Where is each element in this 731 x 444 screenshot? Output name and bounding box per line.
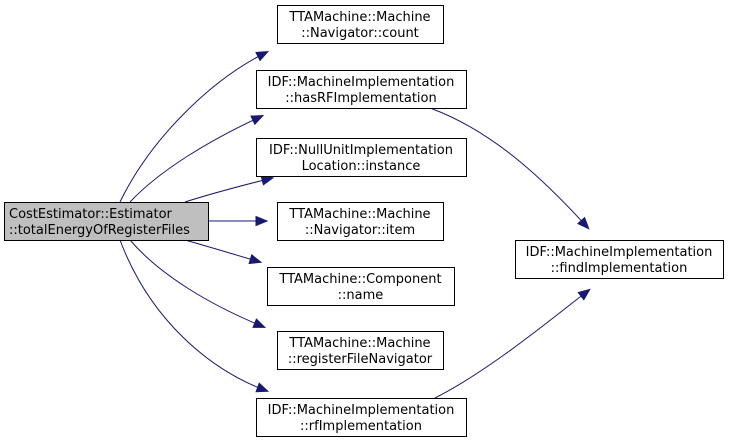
edge-line	[119, 239, 268, 392]
node-label-line: ::findImplementation	[551, 261, 688, 276]
edge-line	[184, 177, 273, 203]
node-box	[256, 138, 467, 177]
node-label-line: CostEstimator::Estimator	[9, 207, 173, 222]
node-label-line: ::hasRFImplementation	[285, 91, 436, 106]
arrowhead-icon	[260, 175, 275, 186]
edge-line	[129, 115, 263, 203]
node-label-line: ::rfImplementation	[300, 419, 422, 434]
node-item[interactable]: TTAMachine::Machine::Navigator::item	[277, 202, 444, 241]
arrowhead-icon	[255, 215, 269, 227]
node-label-line: TTAMachine::Machine	[288, 10, 430, 25]
edge-hasRF-findimpl	[429, 107, 590, 230]
edge-root-count	[119, 51, 270, 203]
node-compname[interactable]: TTAMachine::Component::name	[267, 267, 455, 306]
node-label-line: IDF::MachineImplementation	[526, 245, 713, 260]
node-hasRF[interactable]: IDF::MachineImplementation::hasRFImpleme…	[256, 70, 467, 109]
arrowhead-icon	[577, 288, 591, 301]
edge-root-nullunit	[184, 175, 275, 203]
edge-rfimpl-findimpl	[434, 288, 591, 399]
edge-line	[429, 107, 589, 229]
node-label-line: ::Navigator::item	[305, 223, 415, 238]
arrowhead-icon	[248, 254, 263, 265]
node-label-line: TTAMachine::Machine	[288, 336, 430, 351]
node-box	[256, 70, 467, 109]
node-box	[277, 202, 444, 241]
node-nullunit[interactable]: IDF::NullUnitImplementationLocation::ins…	[256, 138, 467, 177]
edge-line	[184, 239, 261, 263]
arrowhead-icon	[255, 382, 270, 393]
node-box	[267, 267, 455, 306]
node-label-line: ::totalEnergyOfRegisterFiles	[9, 223, 190, 238]
node-box	[277, 5, 444, 44]
edge-root-regnav	[129, 239, 267, 328]
node-label-line: TTAMachine::Component	[278, 272, 441, 287]
edge-root-item	[208, 215, 269, 227]
node-label-line: ::Navigator::count	[301, 26, 419, 41]
node-count[interactable]: TTAMachine::Machine::Navigator::count	[277, 5, 444, 44]
node-box	[256, 398, 467, 437]
edge-line	[129, 239, 265, 328]
edges-layer	[119, 51, 591, 399]
arrowhead-icon	[577, 216, 590, 230]
node-label-line: IDF::MachineImplementation	[268, 403, 455, 418]
node-rfimpl[interactable]: IDF::MachineImplementation::rfImplementa…	[256, 398, 467, 437]
node-findimpl[interactable]: IDF::MachineImplementation::findImplemen…	[515, 240, 724, 279]
node-label-line: ::name	[338, 288, 384, 303]
node-root[interactable]: CostEstimator::Estimator::totalEnergyOfR…	[4, 202, 209, 241]
arrowhead-icon	[255, 51, 270, 62]
edge-root-rfimpl	[119, 239, 270, 393]
node-label-line: IDF::NullUnitImplementation	[269, 143, 453, 158]
node-label-line: Location::instance	[302, 159, 421, 174]
edge-line	[434, 289, 590, 399]
node-label-line: TTAMachine::Machine	[288, 207, 430, 222]
edge-line	[119, 51, 268, 203]
arrowhead-icon	[252, 318, 267, 328]
node-label-line: IDF::MachineImplementation	[268, 75, 455, 90]
node-box	[515, 240, 724, 279]
edge-root-hasRF	[129, 115, 265, 203]
node-label-line: ::registerFileNavigator	[288, 352, 433, 367]
arrowhead-icon	[250, 115, 265, 126]
node-box	[4, 202, 209, 241]
node-box	[277, 331, 444, 370]
edge-root-compname	[184, 239, 263, 265]
node-regnav[interactable]: TTAMachine::Machine::registerFileNavigat…	[277, 331, 444, 370]
nodes-layer: CostEstimator::Estimator::totalEnergyOfR…	[4, 5, 724, 437]
